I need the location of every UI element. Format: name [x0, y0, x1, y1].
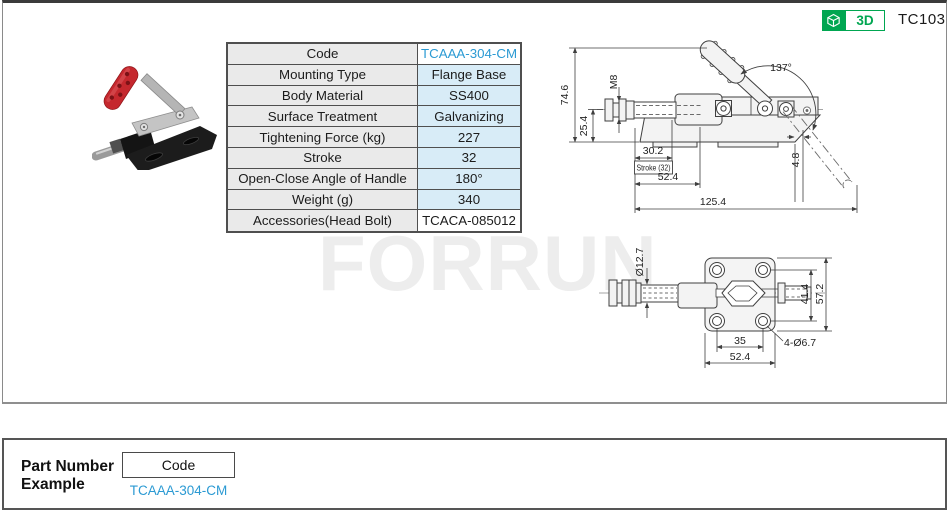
code-box: Code — [122, 452, 235, 478]
top-view-dimension-lines — [644, 257, 832, 368]
table-row: Surface Treatment Galvanizing — [228, 106, 520, 128]
spec-value: Galvanizing — [418, 106, 520, 127]
table-row: Tightening Force (kg) 227 — [228, 127, 520, 148]
product-photo-toggle-clamp — [92, 66, 217, 170]
spec-value: TCACA-085012 — [418, 210, 520, 232]
top-view-drawing: Ø12.7 41.4 57.2 35 52.4 4-Ø6.7 — [599, 248, 832, 368]
table-row: Stroke 32 — [228, 147, 520, 169]
dim-side-52-4: 52.4 — [658, 171, 679, 183]
table-row: Open-Close Angle of Handle 180° — [228, 168, 520, 190]
table-row: Weight (g) 340 — [228, 189, 520, 211]
clamp-handle-grip — [103, 66, 139, 110]
side-view-drawing: 74.6 25.4 M8 137° 4.8 30.2 Stroke (32) 5… — [559, 40, 858, 213]
dim-side-flange-offset: 4.8 — [790, 153, 802, 168]
spec-label: Weight (g) — [228, 189, 418, 210]
table-row: Code TCAAA-304-CM — [228, 44, 520, 65]
spec-value: 227 — [418, 127, 520, 147]
table-row: Accessories(Head Bolt) TCACA-085012 — [228, 210, 520, 232]
table-row: Mounting Type Flange Base — [228, 64, 520, 86]
spec-label: Body Material — [228, 85, 418, 106]
part-number-example-heading: Part Number Example — [21, 458, 115, 494]
cube-icon — [822, 10, 845, 31]
dim-top-rod-diameter: Ø12.7 — [634, 248, 646, 277]
3d-view-badge[interactable]: 3D — [822, 10, 885, 31]
top-view-geometry — [599, 257, 825, 332]
spec-label: Tightening Force (kg) — [228, 127, 418, 147]
spec-label: Surface Treatment — [228, 106, 418, 127]
dim-side-thread: M8 — [608, 75, 620, 90]
side-view-geometry — [597, 40, 853, 189]
product-code-id: TC103 — [898, 11, 946, 28]
dim-side-handle-angle: 137° — [770, 62, 792, 74]
spec-label: Mounting Type — [228, 64, 418, 85]
spec-value: Flange Base — [418, 64, 520, 85]
spec-label: Stroke — [228, 147, 418, 168]
clamp-body — [120, 126, 217, 170]
dim-side-base-height: 25.4 — [578, 116, 590, 137]
example-code-value: TCAAA-304-CM — [129, 483, 228, 498]
spec-table: Code TCAAA-304-CM Mounting Type Flange B… — [226, 42, 522, 234]
clamp-rod — [92, 138, 131, 161]
spec-label: Code — [228, 44, 418, 64]
spec-value: TCAAA-304-CM — [418, 44, 520, 64]
dim-side-stroke: Stroke (32) — [637, 164, 671, 173]
spec-label: Accessories(Head Bolt) — [228, 210, 418, 232]
spec-value: 180° — [418, 168, 520, 189]
spec-label: Open-Close Angle of Handle — [228, 168, 418, 189]
dim-top-hole-spacing-h: 35 — [734, 335, 746, 347]
clamp-linkage — [131, 73, 200, 137]
3d-badge-label: 3D — [845, 10, 885, 31]
dim-side-overall-length: 125.4 — [700, 196, 726, 208]
part-number-example-panel: Part Number Example Code TCAAA-304-CM — [2, 438, 947, 510]
spec-value: 340 — [418, 189, 520, 210]
watermark-logo: FORRUN — [318, 219, 658, 307]
dim-top-mounting-holes: 4-Ø6.7 — [784, 337, 816, 349]
side-view-dimension-lines — [569, 47, 858, 213]
dim-top-plate-height: 57.2 — [814, 284, 826, 305]
dim-side-overall-height: 74.6 — [559, 85, 571, 106]
dim-side-30-2: 30.2 — [643, 145, 664, 157]
dim-top-plate-width: 52.4 — [730, 351, 751, 363]
spec-value: 32 — [418, 147, 520, 168]
table-row: Body Material SS400 — [228, 85, 520, 107]
spec-value: SS400 — [418, 85, 520, 106]
dim-top-hole-spacing-v: 41.4 — [799, 284, 811, 305]
